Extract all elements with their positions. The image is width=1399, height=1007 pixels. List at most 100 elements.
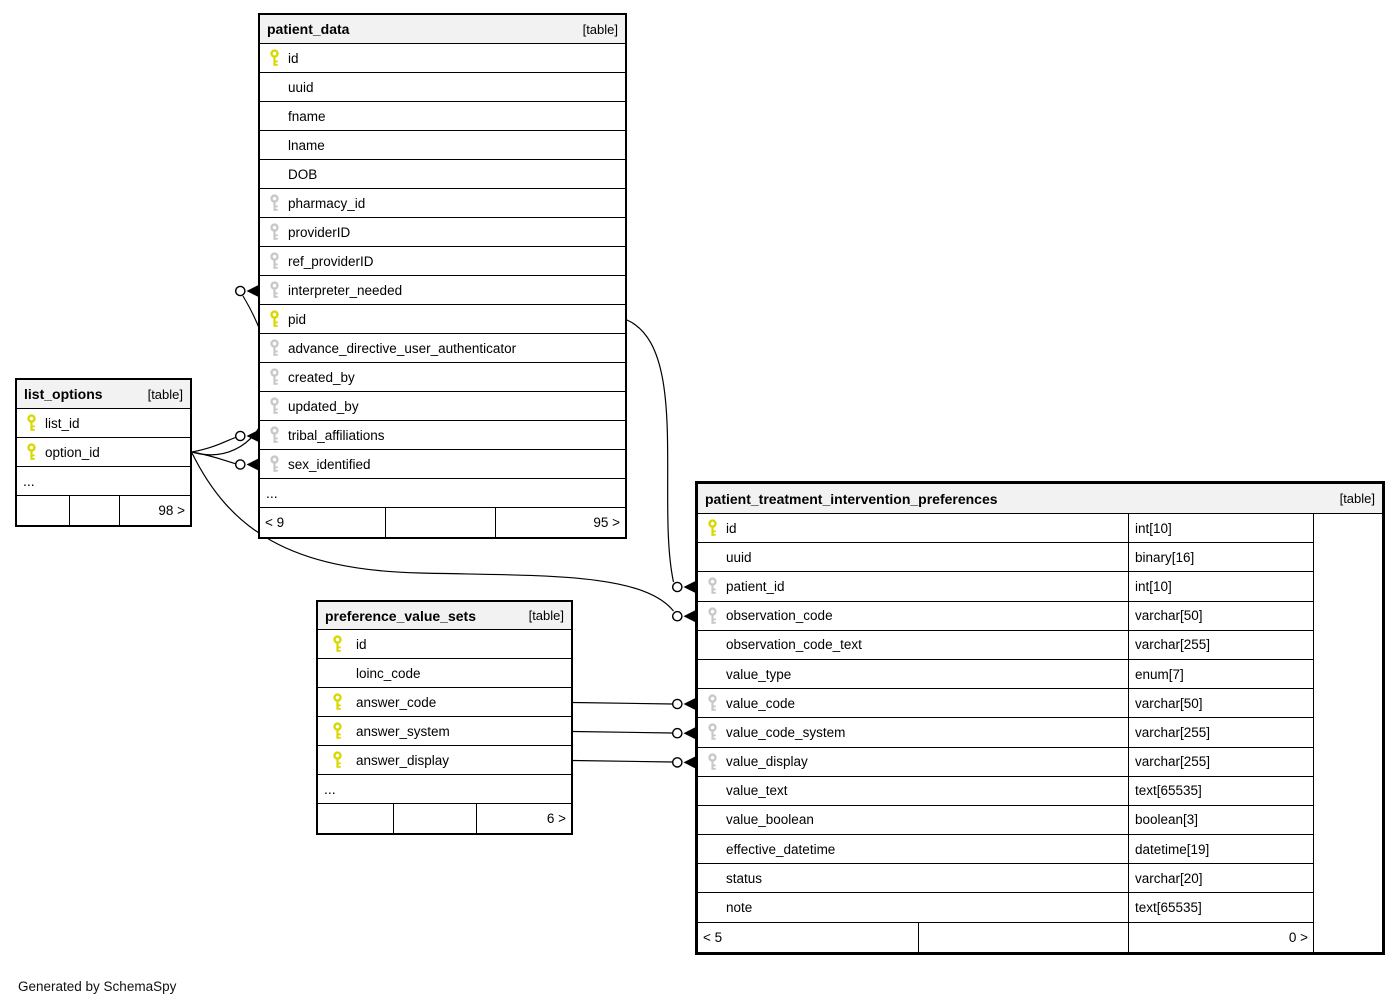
primary-key-icon (325, 722, 349, 740)
column-name: pid (288, 311, 307, 327)
column-name: value_display (726, 754, 808, 770)
table-type-tag: [table] (582, 21, 618, 37)
column-name: uuid (726, 549, 752, 565)
edge-answer_display-value_display (572, 759, 673, 763)
table-footer: < 9 95 > (260, 508, 625, 537)
column-name: patient_id (726, 578, 785, 594)
column-name: lname (288, 137, 325, 153)
table-title: list_options (24, 386, 103, 402)
parent-count (17, 496, 69, 525)
column-row-list_id: list_id (17, 409, 190, 438)
primary-key-icon (325, 635, 349, 653)
zero-circle-icon (672, 757, 683, 768)
column-name: status (726, 870, 763, 886)
column-name: providerID (288, 224, 351, 240)
column-row-created_by: created_by (260, 363, 625, 392)
column-name: fname (288, 108, 326, 124)
edge-pid-patient_id (626, 319, 675, 583)
arrowhead-icon (246, 458, 258, 471)
foreign-key-icon (705, 752, 719, 771)
foreign-key-icon (267, 252, 281, 270)
column-type: datetime[19] (1128, 835, 1313, 864)
column-type: enum[7] (1128, 659, 1313, 689)
column-row-sex_identified: sex_identified (260, 450, 625, 479)
table-header: patient_treatment_intervention_preferenc… (698, 484, 1382, 514)
arrowhead-icon (246, 285, 258, 297)
column-row-providerID: providerID (260, 218, 625, 247)
zero-circle-icon (672, 610, 683, 622)
arrowhead-icon (683, 610, 695, 622)
column-row-tribal_affiliations: tribal_affiliations (260, 421, 625, 450)
column-name: value_text (726, 783, 788, 799)
column-type: boolean[3] (1128, 805, 1313, 835)
column-name: note (726, 900, 753, 916)
child-count: 6 > (476, 804, 571, 833)
column-type: text[65535] (1128, 776, 1313, 805)
column-row-value_text: value_text text[65535] (698, 776, 1313, 806)
child-count: 98 > (119, 496, 190, 525)
table-header: list_options [table] (17, 380, 190, 409)
column-row-pharmacy_id: pharmacy_id (260, 189, 625, 218)
column-row-option_id: option_id (17, 438, 190, 467)
column-name: loinc_code (356, 665, 421, 681)
footer-spacer (393, 804, 476, 833)
primary-key-icon (325, 693, 349, 711)
foreign-key-icon (267, 281, 281, 299)
table-list_options[interactable]: list_options [table] list_id option_id ..… (15, 378, 192, 527)
column-name: answer_system (356, 723, 450, 739)
table-title: preference_value_sets (325, 607, 476, 624)
parent-count (318, 804, 393, 833)
table-type-tag: [table] (147, 386, 183, 402)
primary-key-icon (267, 49, 281, 67)
parent-count: < 5 (703, 929, 723, 945)
parent-count: < 9 (265, 515, 285, 530)
column-type: varchar[50] (1128, 689, 1313, 718)
column-row-updated_by: updated_by (260, 392, 625, 421)
column-name: uuid (288, 79, 314, 95)
primary-key-icon (24, 443, 38, 461)
table-header: preference_value_sets [table] (318, 602, 571, 630)
ellipsis-row: ... (17, 467, 190, 496)
table-side-strip (1314, 514, 1382, 952)
foreign-key-icon (267, 397, 281, 415)
column-type: varchar[255] (1128, 747, 1313, 776)
arrowhead-icon (246, 430, 258, 442)
primary-key-icon (325, 751, 349, 769)
column-type: varchar[50] (1128, 601, 1313, 630)
column-row-ref_providerID: ref_providerID (260, 247, 625, 276)
zero-circle-icon (672, 698, 683, 710)
generated-by-label: Generated by SchemaSpy (18, 979, 177, 994)
column-name: sex_identified (288, 456, 371, 472)
primary-key-icon (267, 310, 281, 328)
table-footer: < 5 0 > (698, 922, 1313, 952)
table-title: patient_data (267, 21, 350, 37)
column-row-lname: lname (260, 131, 625, 160)
column-name: effective_datetime (726, 841, 836, 857)
column-type: varchar[255] (1128, 630, 1313, 659)
column-row-advance_directive_user_authenticator: advance_directive_user_authenticator (260, 334, 625, 363)
table-patient_treatment_intervention_preferences[interactable]: patient_treatment_intervention_preferenc… (695, 481, 1385, 955)
child-count: 0 > (1128, 922, 1313, 952)
column-type: int[10] (1128, 514, 1313, 543)
edge-option_id-tribal_affiliations (191, 436, 237, 453)
column-row-interpreter_needed: interpreter_needed (260, 276, 625, 305)
table-type-tag: [table] (1339, 491, 1375, 506)
foreign-key-icon (705, 607, 719, 625)
zero-circle-icon (234, 430, 246, 442)
column-name: tribal_affiliations (288, 427, 385, 443)
foreign-key-icon (705, 694, 719, 712)
column-row-uuid: uuid (260, 73, 625, 102)
ellipsis-row: ... (318, 775, 571, 804)
column-name: created_by (288, 369, 355, 385)
column-name: option_id (45, 444, 100, 460)
